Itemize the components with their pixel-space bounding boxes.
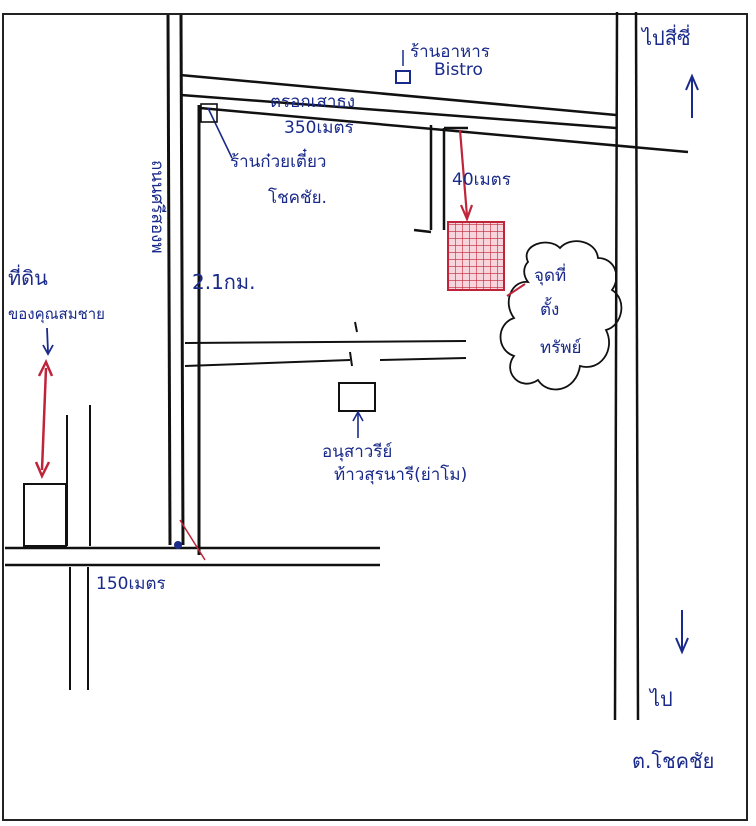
bistro-marker [395,70,411,84]
main-road [166,14,201,555]
label-soi-distance: 350เมตร [284,118,354,138]
label-noodle-shop: ร้านก๋วยเตี๋ยว [230,152,327,172]
label-soi-name: ตรอกเสาธง [270,92,356,112]
map-frame [2,13,748,821]
noodle-shop-pointer [207,107,233,159]
label-to-direction: ไป [650,687,673,711]
lane-to-plot [413,125,468,234]
label-land: ที่ดิน [8,266,48,290]
arrow-up-icon [685,73,699,118]
monument-pointer [352,410,364,438]
land-plot-box [23,483,67,547]
land-label-arrow [42,327,54,356]
label-main-road-distance: 2.1กม. [192,270,256,294]
highway-right [613,11,640,721]
label-restaurant: ร้านอาหาร [410,42,490,62]
label-to-sisi: ไปสี่ซี่ [642,26,691,50]
label-plot-distance: 40เมตร [452,170,511,190]
monument-marker [338,382,376,412]
label-noodle-shop-town: โชคชัย. [268,188,327,208]
label-main-road-name: ถนนศรีสองพ [147,160,167,254]
top-road [179,73,689,154]
noodle-shop-marker [200,103,218,123]
plot-arrow [458,129,474,223]
label-bottom-distance: 150เมตร [96,574,166,594]
bottom-left-road [69,567,89,690]
label-bistro: Bistro [434,60,483,80]
left-lane [66,405,91,546]
label-point: จุดที่ [534,266,567,286]
bottom-road [5,546,380,567]
label-point-property: ทรัพย์ [540,338,582,358]
callout-pointer [506,283,526,297]
property-plot [447,221,505,291]
label-monument: อนุสาวรีย์ [322,442,393,462]
junction-mark [179,519,206,561]
label-point-set: ตั้ง [540,300,560,320]
label-monument-name: ท้าวสุรนารี(ย่าโม) [334,465,468,485]
label-chokchai-town: ต.โชคชัย [632,749,715,773]
arrow-down-icon [675,610,689,655]
junction-dot [174,541,182,549]
land-arrow [34,359,54,479]
monument-road [184,321,467,367]
property-callout-cloud [499,240,623,391]
label-land-owner: ของคุณสมชาย [8,305,105,323]
